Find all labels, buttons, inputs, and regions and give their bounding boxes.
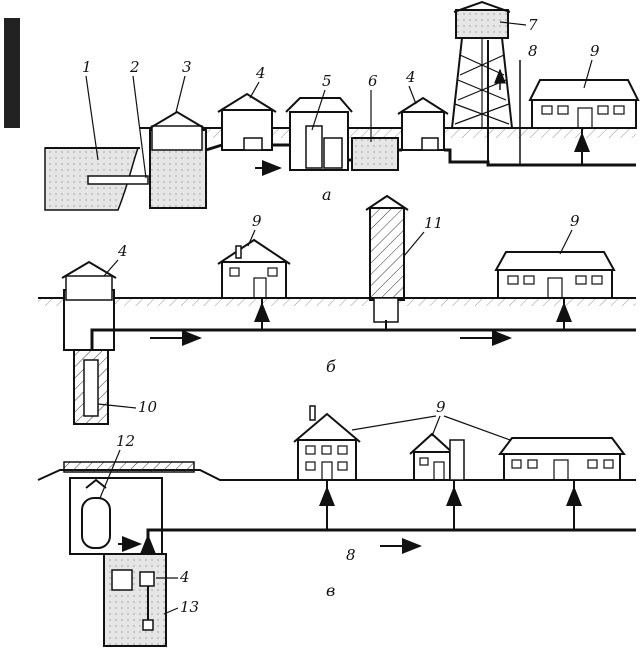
water-tower <box>451 0 513 165</box>
label-a-3: 3 <box>182 58 192 76</box>
ground-line-c <box>37 469 636 481</box>
label-a-4: 4 <box>255 64 266 82</box>
label-a-8: 8 <box>528 42 538 60</box>
brick-water-tower <box>365 194 409 323</box>
label-c-13: 13 <box>180 598 199 616</box>
scan-artifact <box>4 18 20 128</box>
caption-c: в <box>326 581 335 600</box>
label-c-9: 9 <box>436 398 446 416</box>
pipeline-c <box>146 528 636 554</box>
label-c-12: 12 <box>116 432 135 450</box>
panel-a: 1 2 3 4 5 6 4 7 8 9 а <box>44 0 640 211</box>
panel-b: 4 10 9 11 9 б <box>38 194 636 425</box>
clean-water-tank <box>351 137 399 171</box>
label-a-9: 9 <box>590 42 600 60</box>
house-c-1 <box>293 405 361 481</box>
panel-c: 12 4 13 9 8 в <box>37 398 636 647</box>
label-b-9: 9 <box>252 212 262 230</box>
label-b-9b: 9 <box>570 212 580 230</box>
house-b-1 <box>217 238 291 299</box>
label-c-8: 8 <box>346 546 356 564</box>
label-a-7: 7 <box>528 16 538 34</box>
building-c <box>498 437 626 481</box>
label-a-4b: 4 <box>405 68 416 86</box>
building-b <box>494 251 616 299</box>
pipeline-b <box>90 328 636 350</box>
label-b-11: 11 <box>424 214 443 232</box>
house-c-2 <box>409 432 465 481</box>
caption-b: б <box>326 357 336 376</box>
building-a <box>528 79 640 129</box>
label-c-4: 4 <box>179 568 190 586</box>
label-a-2: 2 <box>129 58 140 76</box>
label-a-1: 1 <box>82 58 92 76</box>
label-a-6: 6 <box>368 72 378 90</box>
pipeline-a <box>205 143 636 167</box>
label-b-10: 10 <box>138 398 158 416</box>
well-pump-chamber <box>103 553 167 647</box>
label-a-5: 5 <box>322 72 332 90</box>
intake-pipe <box>87 175 149 185</box>
label-b-4: 4 <box>117 242 128 260</box>
well-pump-house <box>61 260 117 425</box>
caption-a: а <box>322 185 332 204</box>
